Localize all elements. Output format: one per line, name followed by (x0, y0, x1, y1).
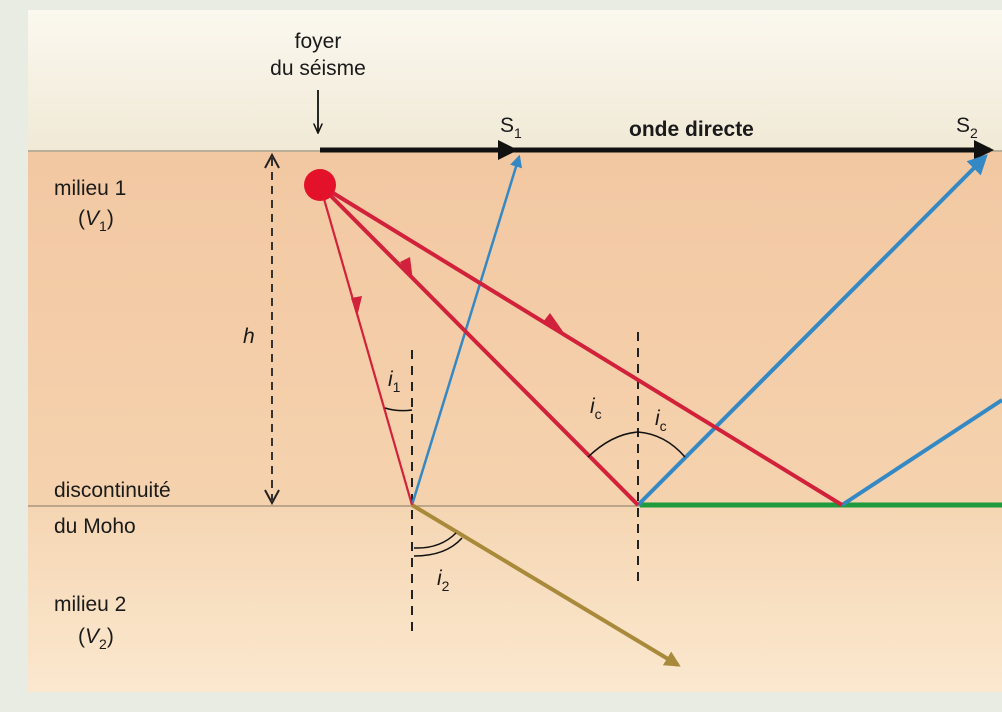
angle-ic-right-label: ic (655, 407, 667, 434)
incident-ray-1 (318, 184, 414, 506)
medium-2-velocity: (V2) (78, 625, 114, 652)
angle-arc-i2-outer (413, 532, 457, 549)
angle-arc-i2-inner (413, 537, 463, 557)
medium-1-label: milieu 1 (54, 177, 126, 200)
medium-1-zone (28, 152, 1002, 506)
surface-zone (28, 10, 1002, 152)
earthquake-focus-dot (304, 169, 336, 201)
depth-h-label: h (243, 325, 255, 348)
incident-ray-critical (318, 183, 640, 507)
depth-arrow-bottom (264, 489, 280, 506)
angle-i2-label: i2 (437, 567, 450, 594)
critical-reflected-ray-s2 (636, 154, 988, 507)
angle-ic-left-label: ic (590, 395, 602, 422)
angle-arc-ic-right (637, 431, 686, 458)
angle-arc-ic-left (587, 431, 639, 458)
depth-arrow-top (264, 152, 280, 169)
incident-ray-critical-arrowhead (400, 257, 413, 281)
station-s2-label: S2 (956, 114, 978, 141)
refracted-ray (410, 503, 681, 667)
incident-ray-wide-arrowhead (543, 313, 564, 333)
incident-ray-wide (318, 183, 844, 507)
angle-arc-i1 (384, 407, 413, 412)
angle-i1-label: i1 (388, 368, 401, 395)
medium-2-zone (28, 506, 1002, 692)
direct-wave-label: onde directe (629, 118, 754, 141)
discontinuity-label-line1: discontinuité (54, 479, 171, 502)
focus-label-line1: foyer (295, 30, 342, 53)
medium-2-label: milieu 2 (54, 593, 126, 616)
medium-1-velocity: (V1) (78, 207, 114, 234)
incident-ray-1-arrowhead (351, 296, 362, 317)
head-wave-return-ray (840, 398, 1002, 507)
discontinuity-label-line2: du Moho (54, 515, 136, 538)
focus-label-line2: du séisme (270, 57, 366, 80)
station-s1-label: S1 (500, 114, 522, 141)
